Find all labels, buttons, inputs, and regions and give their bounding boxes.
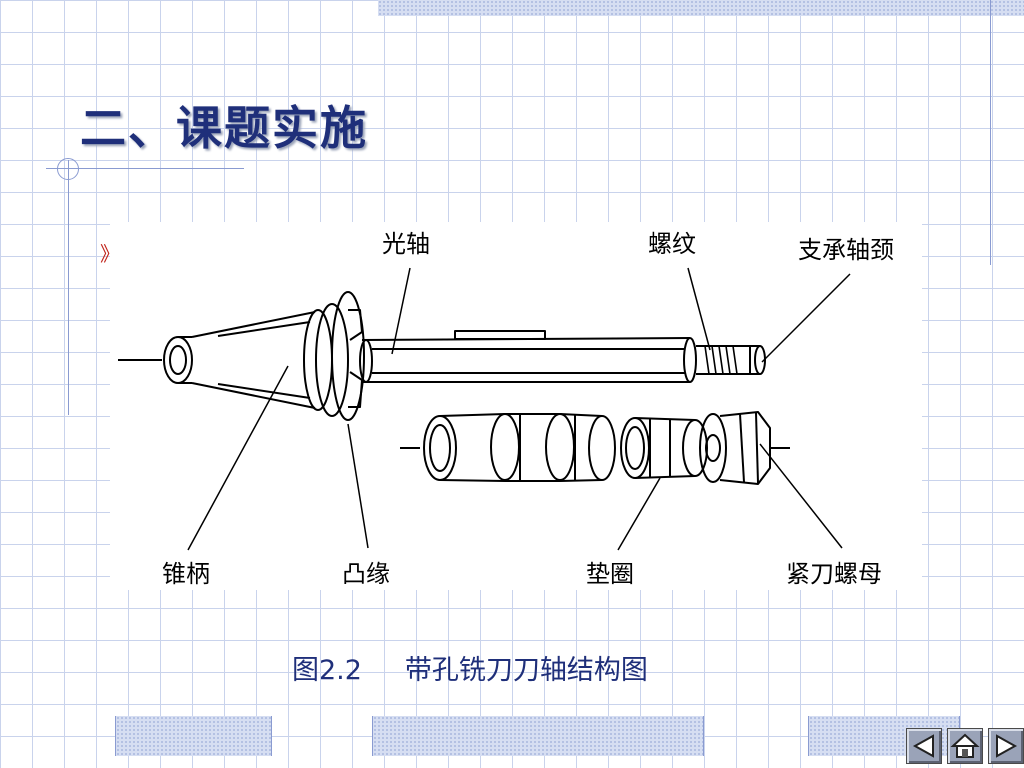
label-zhichengzhoujing: 支承轴颈 <box>798 236 894 264</box>
leader-zhuibing <box>187 365 289 551</box>
flange-ring-2 <box>315 303 349 417</box>
bottom-band-left <box>115 716 272 756</box>
flange-notch <box>348 309 363 408</box>
figure-caption: 图2.2 带孔铣刀刀轴结构图 <box>292 655 648 686</box>
left-decorative-line <box>68 160 69 415</box>
label-tuyuan: 凸缘 <box>342 560 390 588</box>
label-zhuibing: 锥柄 <box>162 560 210 588</box>
label-dianquan: 垫圈 <box>586 560 634 588</box>
next-slide-button[interactable] <box>988 728 1024 764</box>
triangle-right-icon <box>996 734 1018 758</box>
leader-luowen <box>687 267 711 351</box>
decorative-circle <box>57 158 79 180</box>
leader-jindao <box>759 443 843 549</box>
label-luowen: 螺纹 <box>648 230 696 258</box>
nut-washer <box>699 413 727 483</box>
taper-end-inner <box>169 345 187 375</box>
label-jindaoluomu: 紧刀螺母 <box>786 560 882 588</box>
slide-title: 二、课题实施 <box>80 101 368 155</box>
shaft-key <box>454 330 546 340</box>
home-button[interactable] <box>947 728 983 764</box>
bottom-band-middle <box>372 716 704 756</box>
leader-zhicheng <box>761 273 851 363</box>
spacer-ring-1-back <box>490 413 520 481</box>
label-guangzhou: 光轴 <box>382 230 430 258</box>
taper-shank <box>191 311 316 409</box>
plain-shaft <box>361 337 691 383</box>
thread <box>696 345 740 375</box>
leader-tuyuan <box>347 423 369 549</box>
previous-slide-button[interactable] <box>906 728 942 764</box>
flange-ring-3 <box>331 291 365 421</box>
taper-end-outer <box>163 336 193 384</box>
leader-guangzhou <box>391 267 411 355</box>
title-underline <box>46 168 244 169</box>
triangle-left-icon <box>912 734 934 758</box>
arbor-diagram: 光轴 螺纹 支承轴颈 锥柄 凸缘 垫圈 紧刀螺母 <box>110 222 922 590</box>
right-decorative-line <box>990 0 991 265</box>
top-decorative-band <box>378 0 1024 16</box>
house-icon <box>950 733 980 758</box>
leader-dianquan <box>617 477 661 551</box>
flange-ring-1 <box>303 309 333 411</box>
